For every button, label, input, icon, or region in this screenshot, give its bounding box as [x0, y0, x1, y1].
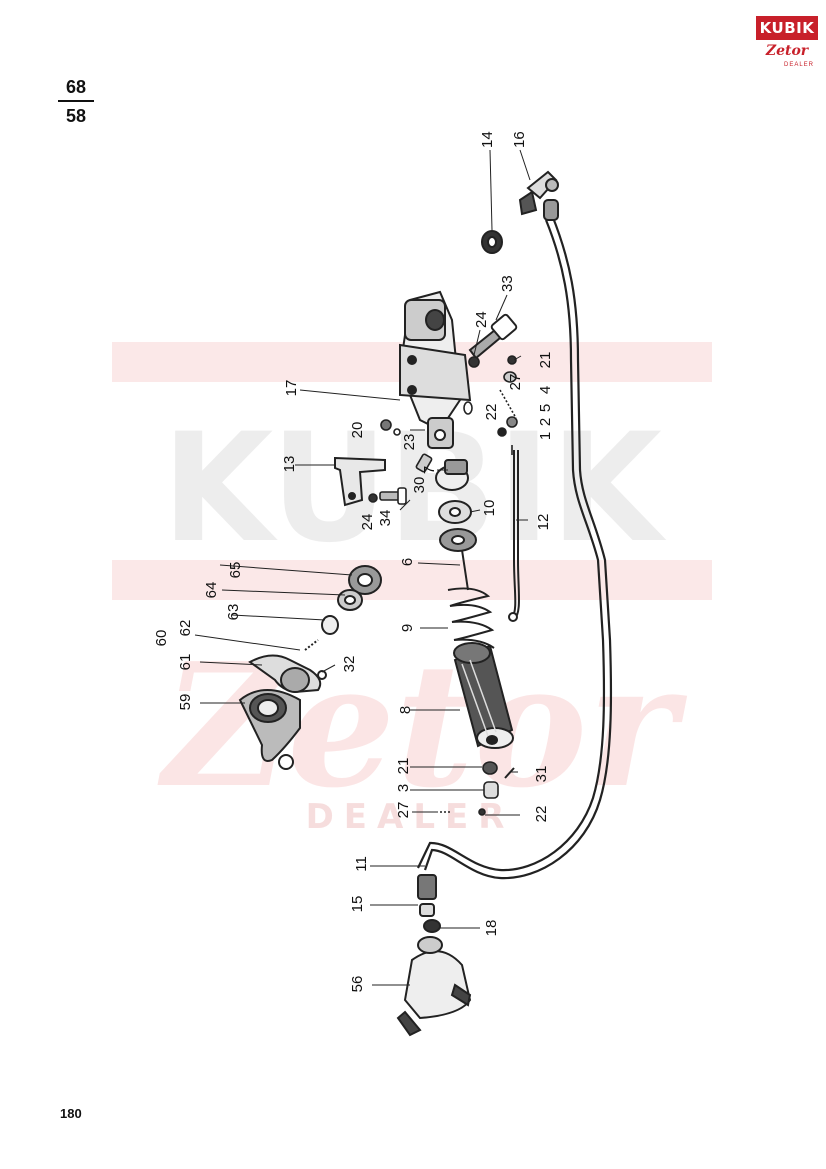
fluid-reservoir-56: [396, 936, 472, 1037]
part-label: 30: [411, 477, 428, 494]
part-label: 18: [483, 920, 500, 937]
part-label: 12: [535, 514, 552, 531]
part-label: 31: [533, 766, 550, 783]
part-label: 21: [395, 758, 412, 775]
master-cylinder-body-17: [398, 290, 472, 449]
part-label: 8: [397, 706, 414, 714]
small-parts-right: [463, 355, 518, 455]
release-bearing-assembly: [238, 565, 382, 770]
part-label: 20: [349, 422, 366, 439]
part-label: 9: [399, 624, 416, 632]
nut-14: [481, 230, 503, 254]
part-label: 17: [283, 380, 300, 397]
part-label: 13: [281, 456, 298, 473]
reservoir-cylinder-8: [453, 642, 514, 749]
kubik-zetor-logo: KUBIK Zetor DEALER: [756, 16, 818, 74]
part-label: 27: [507, 374, 524, 391]
seal-cups-10: [438, 500, 477, 552]
part-label: 61: [177, 654, 194, 671]
watermark-band-mid: [112, 560, 712, 600]
elbow-fitting-16: [518, 170, 559, 221]
spring-9: [447, 549, 495, 649]
part-label: 15: [349, 896, 366, 913]
part-label: 24: [473, 311, 490, 328]
part-label: 27: [395, 802, 412, 819]
fraction-denominator: 58: [65, 106, 87, 126]
piston-7: [435, 459, 469, 491]
fraction-bar: [58, 100, 94, 102]
group-fraction: 68 58: [58, 76, 94, 127]
small-parts-bottom: [440, 761, 515, 816]
part-label: 7: [421, 466, 438, 474]
push-rod-12: [508, 450, 520, 622]
part-label: 3: [395, 784, 412, 792]
bracket-13: [334, 456, 386, 507]
part-label: 22: [533, 806, 550, 823]
logo-tag-text: DEALER: [783, 62, 814, 68]
part-label: 59: [177, 694, 194, 711]
part-label: 24: [359, 514, 376, 531]
leader-lines: [194, 149, 531, 986]
part-label: 34: [377, 510, 394, 527]
part-label: 64: [203, 582, 220, 599]
part-label: 65: [227, 562, 244, 579]
watermark-sub-text: Zetor: [157, 626, 687, 826]
part-label: 23: [401, 434, 418, 451]
part-label: 6: [399, 558, 416, 566]
small-bolts-left: [368, 419, 433, 505]
part-label: 62: [177, 620, 194, 637]
bolt-33: [468, 313, 518, 360]
part-label: 10: [481, 500, 498, 517]
part-label: 56: [349, 976, 366, 993]
part-label: 11: [353, 856, 370, 872]
part-label: 1: [537, 432, 554, 440]
part-label: 60: [153, 630, 170, 647]
part-label: 22: [483, 404, 500, 421]
part-label: 16: [511, 131, 528, 148]
part-label: 4: [537, 386, 554, 394]
fraction-numerator: 68: [65, 77, 87, 97]
part-label: 2: [537, 418, 554, 426]
logo-sub-text: Zetor: [765, 43, 809, 59]
part-label: 32: [341, 656, 358, 673]
part-labels: 14 16 33 24 21 4 5 1 2 27 22 17 20 23 13…: [153, 131, 554, 992]
watermark: KUBIK Zetor DEALER: [112, 342, 712, 837]
page-number: 180: [60, 1106, 82, 1121]
part-label: 21: [537, 352, 554, 369]
hose-fittings-bottom: [417, 874, 441, 933]
brake-pipe: [417, 214, 613, 880]
watermark-tag-text: DEALER: [306, 797, 515, 837]
logo-brand-text: KUBIK: [756, 16, 818, 40]
part-label: 63: [225, 604, 242, 621]
part-label: 33: [499, 275, 516, 292]
part-label: 14: [479, 131, 496, 148]
part-label: 5: [537, 404, 554, 412]
